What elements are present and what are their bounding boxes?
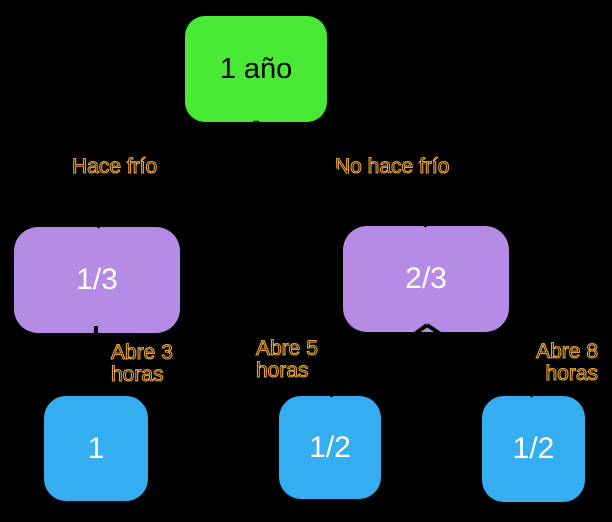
leaf-node-abre-8-label: 1/2 (512, 432, 555, 465)
edge-label-no-hace-frio: No hace frío (334, 155, 450, 178)
leaf-node-abre-3-label: 1 (87, 431, 105, 465)
edge-left-branch-to-leaf-1 (93, 325, 98, 397)
edge-label-abre-8-horas: Abre 8 horas (536, 340, 599, 385)
edge-right-branch-to-leaf-2 (328, 323, 429, 398)
edge-label-hace-frio: Hace frío (71, 155, 158, 178)
edge-label-abre-5-horas: Abre 5 horas (255, 337, 318, 382)
leaf-node-abre-5-label: 1/2 (309, 430, 351, 464)
branch-node-hace-frio-label: 1/3 (76, 263, 118, 296)
leaf-node-abre-5-horas: 1/2 (279, 396, 381, 499)
root-node: 1 año (185, 16, 327, 122)
branch-node-hace-frio: 1/3 (14, 227, 180, 333)
edge-label-abre-3-horas: Abre 3 horas (110, 341, 173, 386)
edge-right-branch-to-leaf-3 (425, 323, 535, 398)
branch-node-no-hace-frio: 2/3 (343, 226, 509, 332)
root-node-label: 1 año (219, 52, 293, 85)
leaf-node-abre-8-horas: 1/2 (482, 396, 585, 502)
leaf-node-abre-3-horas: 1 (44, 396, 148, 501)
branch-node-no-hace-frio-label: 2/3 (405, 262, 447, 295)
